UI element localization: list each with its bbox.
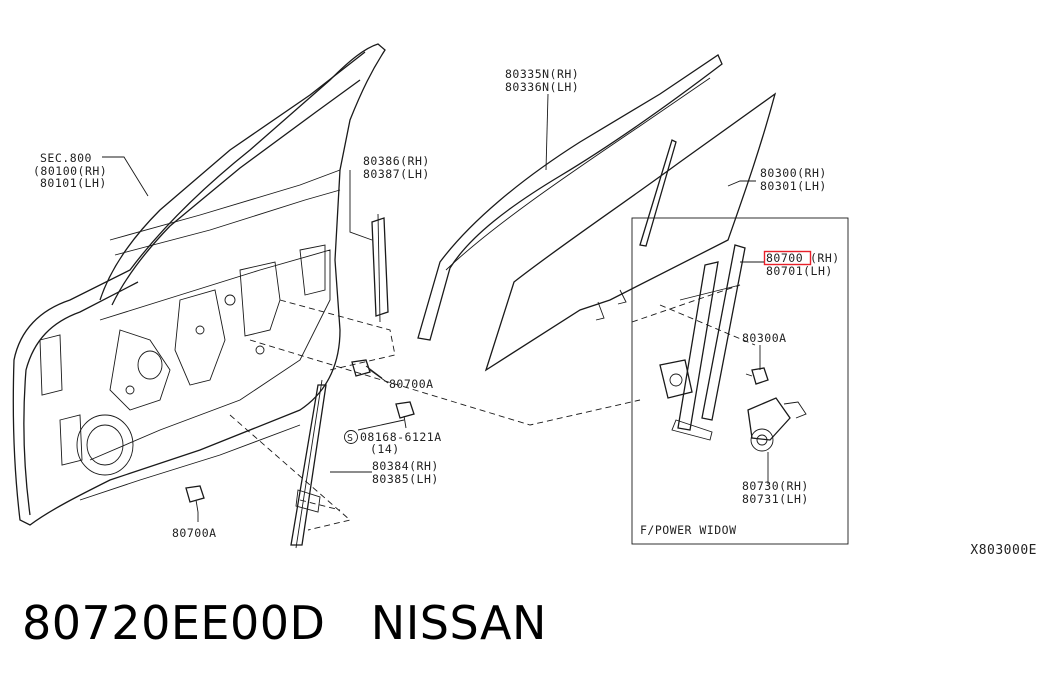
callout-sec800-line1: SEC.800	[40, 151, 92, 165]
callout-motor-rh: 80730(RH)	[742, 479, 809, 493]
callout-front-channel-rh: 80384(RH)	[372, 459, 439, 473]
highlight-box	[763, 250, 812, 266]
callout-glass-run-lh: 80336N(LH)	[505, 80, 579, 94]
caption-part-number: 80720EE00D	[22, 596, 326, 650]
door-panel-drawing	[12, 43, 386, 526]
callout-motor: 80730(RH) 80731(LH)	[742, 479, 809, 506]
callout-sec800-line3: 80101(LH)	[40, 176, 107, 190]
callout-rear-channel-rh: 80386(RH)	[363, 154, 430, 168]
callout-motor-lh: 80731(LH)	[742, 492, 809, 506]
front-channel-drawing	[290, 379, 327, 549]
leader-lines	[102, 93, 769, 522]
callout-bolt-80700a-lower: 80700A	[172, 526, 217, 540]
callout-door-glass-lh: 80301(LH)	[760, 179, 827, 193]
callout-door-glass: 80300(RH) 80301(LH)	[760, 166, 827, 193]
diagram-code: X803000E	[970, 543, 1037, 558]
callout-door-glass-rh: 80300(RH)	[760, 166, 827, 180]
screw-08168-drawing	[395, 401, 415, 429]
callout-front-channel: 80384(RH) 80385(LH)	[372, 459, 439, 486]
part-caption: 80720EE00D NISSAN	[22, 596, 547, 650]
callout-regulator: 80700 (RH) 80701(LH)	[766, 251, 840, 278]
screw-symbol-circle	[344, 430, 358, 444]
screw-symbol-letter: S	[347, 433, 354, 444]
callout-front-channel-lh: 80385(LH)	[372, 472, 439, 486]
bolt-80700a-lower-drawing	[185, 485, 205, 513]
callout-glass-run-rh: 80335N(RH)	[505, 67, 579, 81]
callout-glass-run: 80335N(RH) 80336N(LH)	[505, 67, 579, 94]
callout-sec800: SEC.800 (80100(RH) 80101(LH)	[33, 151, 107, 190]
caption-brand: NISSAN	[370, 596, 547, 650]
callout-bolt-80300a: 80300A	[742, 331, 787, 345]
callout-regulator-lh: 80701(LH)	[766, 264, 833, 278]
door-glass-drawing	[484, 92, 777, 372]
inset-title: F/POWER WIDOW	[640, 523, 737, 537]
parts-diagram: SEC.800 (80100(RH) 80101(LH) 80335N(RH) …	[12, 43, 849, 549]
callout-bolt-80700a-upper: 80700A	[389, 377, 434, 391]
power-window-inset	[631, 217, 849, 545]
callout-rear-channel: 80386(RH) 80387(LH)	[363, 154, 430, 181]
callout-screw-part: 08168-6121A	[360, 430, 442, 444]
rear-channel-drawing	[371, 213, 389, 323]
callout-regulator-part: 80700	[766, 251, 803, 265]
glass-run-drawing	[417, 54, 723, 341]
callout-regulator-rh: (RH)	[810, 251, 840, 265]
bolt-80700a-upper-drawing	[351, 359, 383, 379]
callout-screw-qty: (14)	[370, 442, 400, 456]
callout-rear-channel-lh: 80387(LH)	[363, 167, 430, 181]
callout-sec800-line2: (80100(RH)	[33, 164, 107, 178]
callout-screw: S 08168-6121A (14)	[344, 430, 442, 456]
